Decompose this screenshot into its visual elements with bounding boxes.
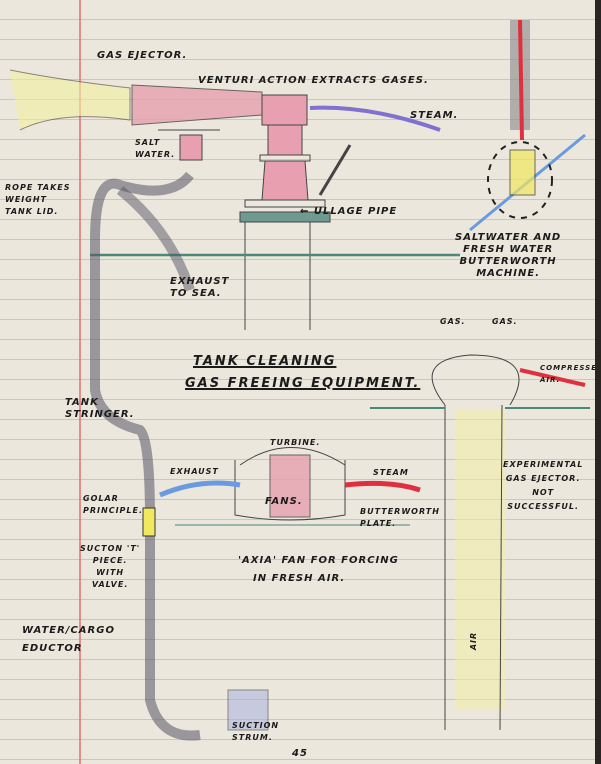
label-suction-strum: SUCTION STRUM. xyxy=(232,720,279,744)
label-gas-right: GAS. xyxy=(492,317,518,326)
text: EDUCTOR xyxy=(22,643,83,654)
text: STRUM. xyxy=(232,733,273,742)
text: WATER/CARGO xyxy=(22,625,115,636)
text: ROPE TAKES xyxy=(5,183,71,192)
text: IN FRESH AIR. xyxy=(253,573,346,584)
text: EXHAUST xyxy=(170,276,230,287)
text: VALVE. xyxy=(91,580,129,589)
text: STRINGER. xyxy=(65,409,135,420)
text: TANK xyxy=(65,397,99,408)
text: COMPRESSED xyxy=(540,364,601,372)
text: MACHINE. xyxy=(476,268,540,279)
text: SUCCESSFUL. xyxy=(507,502,580,511)
exhaust-hose xyxy=(116,186,195,292)
text: TANK LID. xyxy=(5,207,59,216)
text: SUCTON 'T' xyxy=(80,544,141,553)
suction-strum-drawing xyxy=(227,689,269,731)
label-eductor: WATER/CARGO EDUCTOR xyxy=(22,622,115,658)
butterworth-machine-drawing xyxy=(469,19,586,232)
text: WITH xyxy=(96,568,125,577)
text: WEIGHT xyxy=(5,195,47,204)
text: EXPERIMENTAL xyxy=(503,460,584,469)
label-gas-ejector: GAS EJECTOR. xyxy=(97,50,188,61)
label-gas-left: GAS. xyxy=(440,317,466,326)
label-turbine: TURBINE. xyxy=(270,438,321,447)
label-air: AIR xyxy=(469,631,479,651)
label-steam-top: STEAM. xyxy=(410,110,459,121)
label-compressed-air: COMPRESSED AIR. xyxy=(540,362,601,386)
text: NOT xyxy=(532,488,555,497)
text: SALT xyxy=(135,138,161,147)
text: FRESH WATER xyxy=(462,244,554,255)
gas-ejector-drawing xyxy=(9,69,441,330)
text: TO SEA. xyxy=(170,288,222,299)
text: PLATE. xyxy=(360,519,397,528)
text: WATER. xyxy=(135,150,176,159)
text: PRINCIPLE. xyxy=(83,506,144,515)
label-fans: FANS. xyxy=(265,496,303,507)
suction-t-piece xyxy=(142,507,156,537)
text: BUTTERWORTH xyxy=(360,507,440,516)
label-venturi: VENTURI ACTION EXTRACTS GASES. xyxy=(198,75,429,86)
text: AIR. xyxy=(540,376,561,384)
label-steam-mid: STEAM xyxy=(373,468,409,477)
text: GAS EJECTOR. xyxy=(505,474,581,483)
text: BUTTERWORTH xyxy=(459,256,557,267)
label-ullage-pipe: ← ULLAGE PIPE xyxy=(300,206,398,217)
experimental-ejector-drawing xyxy=(370,354,590,731)
label-salt-water: SALT WATER. xyxy=(135,137,175,161)
page-number: 45 xyxy=(292,748,308,759)
title-line-1: TANK CLEANING xyxy=(193,354,337,369)
label-rope: ROPE TAKES WEIGHT TANK LID. xyxy=(5,182,71,218)
text: SALTWATER AND xyxy=(455,232,562,243)
label-exhaust: EXHAUST xyxy=(170,467,219,476)
label-butterworth-plate: BUTTERWORTH PLATE. xyxy=(360,506,440,530)
axial-fan-drawing xyxy=(159,447,421,526)
text: GOLAR xyxy=(83,494,119,503)
label-experimental-ejector: EXPERIMENTAL GAS EJECTOR. NOT SUCCESSFUL. xyxy=(503,458,583,514)
text: 'AXIA' FAN FOR FORCING xyxy=(238,555,399,566)
eductor-hose xyxy=(90,171,201,741)
title-line-2: GAS FREEING EQUIPMENT. xyxy=(185,376,421,391)
label-axial-fan: 'AXIA' FAN FOR FORCING IN FRESH AIR. xyxy=(238,552,399,588)
text: PIECE. xyxy=(92,556,128,565)
label-golar-principle: GOLAR PRINCIPLE. xyxy=(83,493,143,517)
text: SUCTION xyxy=(232,721,280,730)
label-suction-t-piece: SUCTON 'T' PIECE. WITH VALVE. xyxy=(80,543,140,591)
